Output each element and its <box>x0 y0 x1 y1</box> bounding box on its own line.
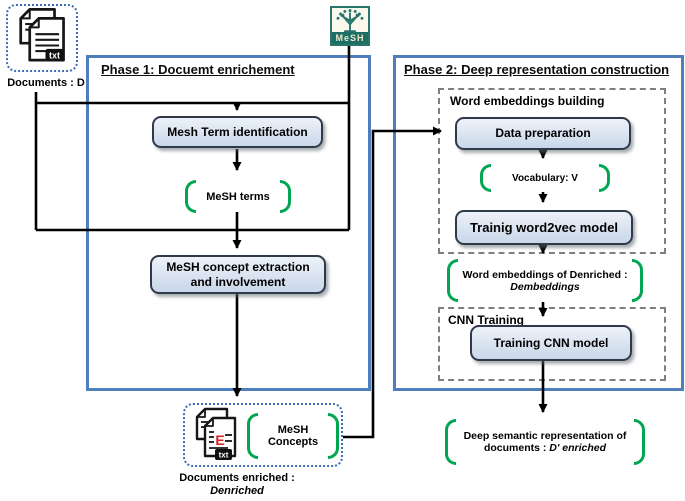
mesh-concepts-line1: MeSH <box>277 424 309 436</box>
node-mesh-concept-extraction: MeSH concept extraction and involvement <box>150 255 326 294</box>
bracket-vocabulary: Vocabulary: V <box>480 164 610 192</box>
phase1-title: Phase 1: Docuemt enrichement <box>101 62 295 77</box>
bracket-left-icon <box>445 419 456 465</box>
node-training-cnn-model: Training CNN model <box>470 325 632 361</box>
deep-output-line2-prefix: documents : <box>483 442 550 454</box>
source-documents-label: Documents : D <box>7 77 85 89</box>
embeddings-output-line2: Dembeddings <box>510 280 580 293</box>
mesh-concepts-line2: Concepts <box>267 436 319 448</box>
node-mesh-term-identification: Mesh Term identification <box>152 116 323 148</box>
cnn-training-group-label: CNN Training <box>448 313 525 327</box>
bracket-word-embeddings-output: Word embeddings of Denriched : Dembeddin… <box>447 259 643 302</box>
node-training-word2vec: Trainig word2vec model <box>455 210 633 245</box>
enriched-documents-icon: E txt <box>195 407 237 460</box>
bracket-right-icon <box>632 259 643 302</box>
word-embeddings-group-label: Word embeddings building <box>450 94 605 108</box>
bracket-right-icon <box>634 419 645 465</box>
deep-output-line1: Deep semantic representation of <box>463 430 627 442</box>
bracket-deep-semantic-output: Deep semantic representation of document… <box>445 419 645 465</box>
bracket-left-icon <box>185 180 196 213</box>
node-data-preparation: Data preparation <box>455 117 631 150</box>
bracket-left-icon <box>480 164 491 192</box>
embeddings-output-line1: Word embeddings of Denriched : <box>462 268 628 281</box>
bracket-right-icon <box>280 180 291 213</box>
bracket-right-icon <box>328 413 339 459</box>
bracket-left-icon <box>247 413 258 459</box>
enriched-caption-line2: Denriched <box>210 484 264 497</box>
mesh-terms-label: MeSH terms <box>206 190 270 203</box>
bracket-right-icon <box>599 164 610 192</box>
phase2-title: Phase 2: Deep representation constructio… <box>404 62 670 77</box>
mesh-tree-icon <box>336 9 364 32</box>
documents-icon: txt <box>19 8 65 62</box>
mesh-logo-label: MeSH <box>332 32 368 44</box>
enriched-documents-box: E txt MeSH Concepts <box>183 403 343 467</box>
source-documents-box: txt <box>6 4 78 72</box>
txt-badge: txt <box>219 451 229 460</box>
mesh-logo: MeSH <box>330 6 370 46</box>
bracket-mesh-concepts: MeSH Concepts <box>247 413 339 459</box>
enriched-documents-caption: Documents enriched : Denriched <box>137 472 337 498</box>
deep-output-line2: documents : D' enriched <box>484 442 606 454</box>
bracket-mesh-terms: MeSH terms <box>185 180 291 213</box>
bracket-left-icon <box>447 259 458 302</box>
enriched-caption-line1: Documents enriched : <box>179 472 295 484</box>
phase1-box: Phase 1: Docuemt enrichement <box>86 55 371 391</box>
vocabulary-label: Vocabulary: V <box>512 172 578 184</box>
enriched-mark: E <box>215 432 224 448</box>
txt-badge: txt <box>49 50 60 60</box>
deep-output-line2-italic: D' enriched <box>549 442 607 454</box>
